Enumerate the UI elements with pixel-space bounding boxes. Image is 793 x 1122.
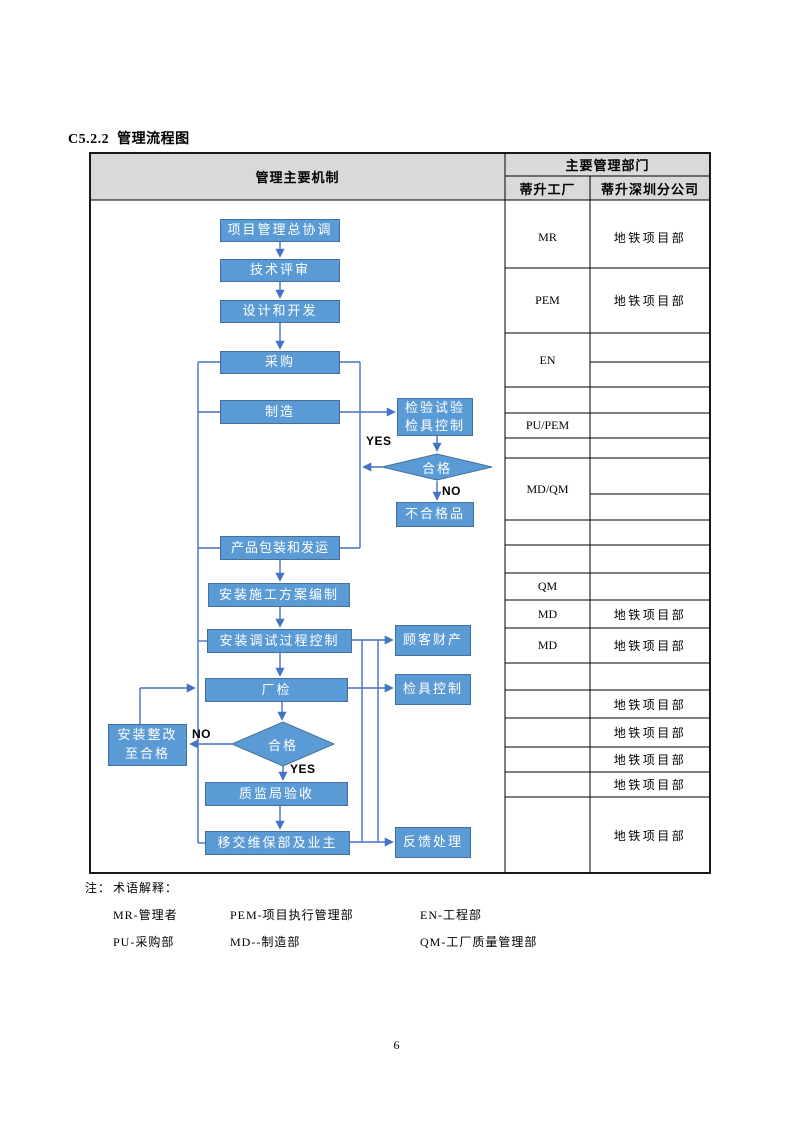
branch-cell-7: 地铁项目部 [613,753,687,767]
branch-label-no-2: NO [192,727,211,741]
flow-box-tech-review: 技术评审 [220,259,340,282]
factory-cell-md-1: MD [537,606,558,621]
branch-cell-3: 地铁项目部 [613,607,687,622]
flow-box-rectify: 安装整改 至合格 [108,724,187,766]
branch-cell-6: 地铁项目部 [613,726,687,740]
branch-cell-2: 地铁项目部 [613,294,687,308]
flow-box-design-dev: 设计和开发 [220,300,340,323]
flow-box-inspection-control: 检验试验 检具控制 [397,398,473,436]
header-branch: 蒂升深圳分公司 [600,181,699,197]
factory-cell-qm: QM [537,579,558,593]
flow-box-packing-shipping: 产品包装和发运 [220,536,340,560]
flow-box-feedback: 反馈处理 [395,827,471,858]
branch-cell-1: 地铁项目部 [613,231,687,245]
term-pem: PEM-项目执行管理部 [230,908,354,922]
section-title: C5.2.2 管理流程图 [68,132,190,147]
header-mechanism: 管理主要机制 [255,170,340,185]
flow-box-install-control: 安装调试过程控制 [207,629,352,653]
term-qm: QM-工厂质量管理部 [420,935,538,949]
decision-diamond-qualified-1 [381,453,493,481]
flow-box-install-plan: 安装施工方案编制 [208,583,350,607]
factory-cell-pu-pem: PU/PEM [525,418,570,432]
branch-label-yes-2: YES [290,762,316,776]
notes-heading: 术语解释： [113,881,179,895]
page-number: 6 [393,1038,400,1052]
factory-cell-mr: MR [538,230,557,244]
factory-cell-md-2: MD [537,638,558,652]
flow-box-procurement: 采购 [220,351,340,374]
header-factory: 蒂升工厂 [519,181,576,197]
flow-box-gauge-control: 检具控制 [395,674,471,705]
table-outer-border [89,152,711,874]
branch-cell-9: 地铁项目部 [613,828,687,843]
branch-cell-8: 地铁项目部 [613,778,687,792]
branch-cell-5: 地铁项目部 [613,697,687,712]
term-mr: MR-管理者 [113,908,178,922]
table-grid-lines [90,153,710,873]
branch-label-no-1: NO [442,484,461,498]
flow-box-handover: 移交维保部及业主 [205,831,350,855]
branch-label-yes-1: YES [366,434,392,448]
term-en: EN-工程部 [420,908,482,922]
term-md: MD--制造部 [230,935,301,949]
factory-cell-en: EN [539,352,556,367]
factory-cell-pem: PEM [535,293,560,307]
diamond-text-qualified-1: 合格 [421,460,452,476]
flow-connectors [139,242,442,847]
flow-box-factory-inspection: 厂检 [205,678,348,702]
term-pu: PU-采购部 [113,935,175,949]
branch-cell-4: 地铁项目部 [613,639,687,653]
factory-cell-md-qm: MD/QM [526,481,569,496]
decision-diamond-qualified-2 [230,721,336,767]
flow-box-nonconforming: 不合格品 [396,502,474,527]
flow-box-manufacturing: 制造 [220,400,340,424]
notes-prefix: 注： [85,881,112,895]
diamond-text-qualified-2: 合格 [267,737,298,753]
flow-box-qsb-acceptance: 质监局验收 [205,782,348,806]
flow-box-coordination: 项目管理总协调 [220,219,340,242]
flow-box-customer-property: 顾客财产 [395,625,471,656]
header-departments: 主要管理部门 [565,158,650,173]
